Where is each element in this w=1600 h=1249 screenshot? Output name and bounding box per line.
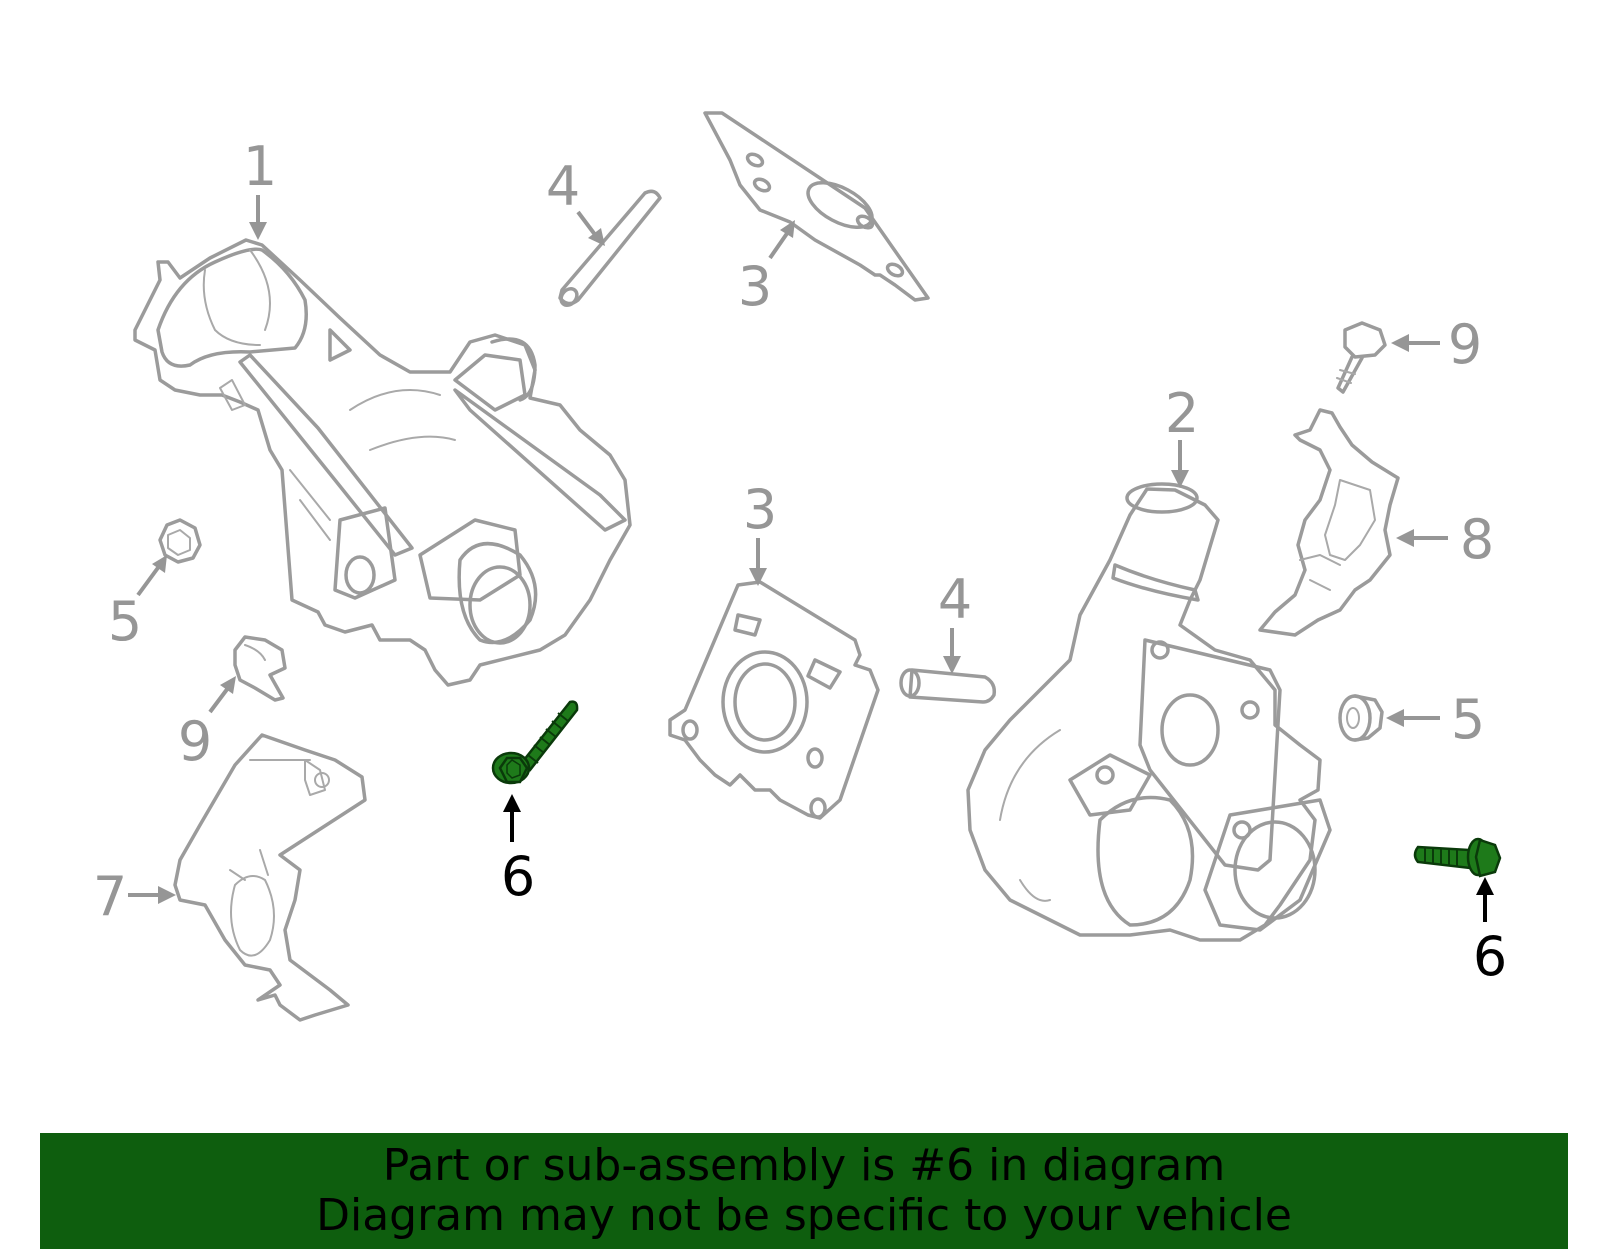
part-8-heat-shield[interactable] xyxy=(1258,408,1400,637)
part-7-heat-shield[interactable] xyxy=(173,733,367,1022)
part-4-pipe-lower[interactable] xyxy=(899,668,997,704)
part-6-bolt-right[interactable] xyxy=(1413,837,1502,878)
part-6-bolt-center[interactable] xyxy=(491,700,579,785)
info-banner: Part or sub-assembly is #6 in diagram Di… xyxy=(40,1133,1568,1249)
callout-4a: 4 xyxy=(546,155,605,246)
callout-5a-label: 5 xyxy=(108,590,142,653)
part-1-turbo-housing[interactable] xyxy=(133,238,632,687)
part-3-gasket-lower[interactable] xyxy=(668,580,880,820)
callout-5a: 5 xyxy=(108,555,167,653)
callout-4b: 4 xyxy=(938,568,972,674)
callout-9b-label: 9 xyxy=(1448,313,1482,376)
callout-3b-label: 3 xyxy=(743,478,777,541)
callout-6b-label: 6 xyxy=(1473,925,1507,988)
callout-7: 7 xyxy=(93,865,176,928)
part-5-nut-left[interactable] xyxy=(158,518,202,564)
callout-1: 1 xyxy=(243,135,277,240)
callout-6a-label: 6 xyxy=(501,845,535,908)
part-9-clip-left[interactable] xyxy=(233,635,287,702)
callout-2: 2 xyxy=(1165,382,1199,488)
callout-5b: 5 xyxy=(1386,688,1485,751)
callout-8: 8 xyxy=(1396,508,1494,571)
callout-9a: 9 xyxy=(178,676,236,773)
callout-3b: 3 xyxy=(743,478,777,586)
callout-4a-label: 4 xyxy=(546,155,580,218)
callout-1-label: 1 xyxy=(243,135,277,198)
callout-4b-label: 4 xyxy=(938,568,972,631)
callout-8-label: 8 xyxy=(1460,508,1494,571)
banner-line-1: Part or sub-assembly is #6 in diagram xyxy=(382,1140,1226,1191)
part-2-turbine-housing[interactable] xyxy=(966,482,1332,942)
part-3-gasket-upper[interactable] xyxy=(703,111,930,302)
part-9-bolt-right[interactable] xyxy=(1336,321,1387,394)
callout-3a-label: 3 xyxy=(738,255,772,318)
callout-2-label: 2 xyxy=(1165,382,1199,445)
callout-6a: 6 xyxy=(501,794,535,908)
callout-7-label: 7 xyxy=(93,865,127,928)
banner-line-2: Diagram may not be specific to your vehi… xyxy=(316,1190,1292,1241)
part-5-nut-right[interactable] xyxy=(1338,694,1384,742)
callout-9b: 9 xyxy=(1391,313,1482,376)
callout-5b-label: 5 xyxy=(1451,688,1485,751)
part-4-pipe-upper[interactable] xyxy=(558,189,662,308)
callout-3a: 3 xyxy=(738,220,795,318)
callout-9a-label: 9 xyxy=(178,710,212,773)
callout-6b: 6 xyxy=(1473,877,1507,988)
